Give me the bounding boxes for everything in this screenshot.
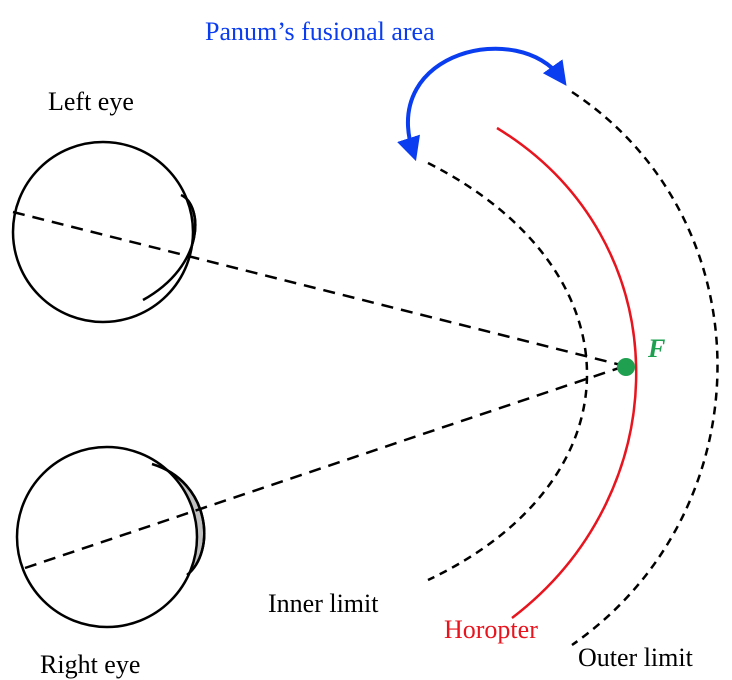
fixation-label: F — [647, 334, 665, 363]
right-visual-axis — [24, 364, 626, 570]
fusional-area-arrow — [397, 46, 567, 162]
outer-limit-label: Outer limit — [578, 643, 694, 672]
horopter-label: Horopter — [444, 615, 538, 644]
left-eye-label: Left eye — [48, 87, 134, 116]
horopter-curve — [496, 126, 638, 619]
fixation-point — [617, 358, 635, 376]
fusional-area-label: Panum’s fusional area — [205, 17, 435, 46]
inner-limit-curve — [427, 161, 589, 582]
right-eye — [15, 445, 206, 629]
left-visual-axis — [12, 210, 626, 368]
outer-limit-curve — [571, 90, 719, 647]
left-eye-ball — [11, 140, 195, 324]
inner-limit-label: Inner limit — [268, 589, 379, 618]
right-eye-ball — [15, 445, 199, 629]
right-eye-label: Right eye — [40, 650, 140, 679]
left-eye — [11, 140, 197, 324]
